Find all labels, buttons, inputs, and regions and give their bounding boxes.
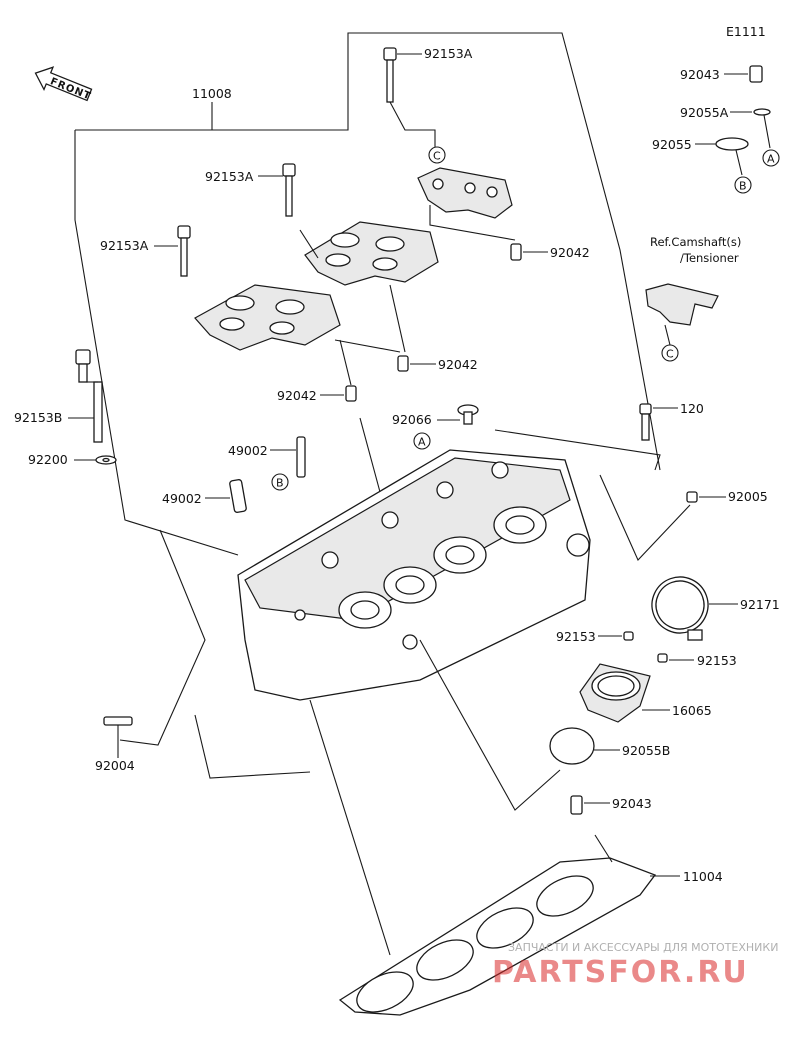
dowel-92042-c [345, 385, 357, 402]
camshaft-holder-left [194, 284, 341, 351]
valve-guide-49002-b [229, 479, 247, 513]
diagram-code: E1111 [726, 24, 766, 39]
dowel-92043-top [749, 65, 763, 83]
fitting-92005 [686, 491, 698, 503]
callout-b-head: B [271, 473, 289, 491]
leader-c-ref [664, 324, 671, 346]
screw-92153-b [657, 653, 668, 663]
callout-a-head-label: A [418, 436, 426, 449]
bolt-92153A-left [177, 225, 191, 277]
oring-92055B [549, 727, 595, 765]
label-92153A-top: 92153A [424, 46, 473, 61]
dowel-92043-bottom [570, 795, 583, 815]
callout-c-top: C [428, 146, 446, 164]
label-92153-a: 92153 [556, 629, 596, 644]
label-92042-c: 92042 [277, 388, 317, 403]
watermark-brand: PARTSFOR.RU [492, 955, 749, 990]
callout-c-ref-label: C [666, 348, 674, 361]
bolt-120 [639, 403, 652, 441]
frame-lower-left [194, 714, 311, 779]
label-11008: 11008 [192, 86, 232, 101]
label-92171: 92171 [740, 597, 780, 612]
frame-upper-right [494, 429, 661, 471]
head-gasket-11004 [338, 857, 657, 1016]
reference-note-line2: /Tensioner [680, 251, 739, 265]
leader-b-right [735, 149, 743, 176]
label-92055A: 92055A [680, 105, 729, 120]
leader-head-top [359, 417, 381, 493]
callout-b-head-label: B [276, 477, 284, 490]
bolt-92153B [75, 349, 103, 443]
label-92200: 92200 [28, 452, 68, 467]
dowel-92042-a [510, 243, 522, 261]
valve-guide-49002-a [296, 436, 306, 478]
leader-92042-c-up [339, 339, 352, 386]
label-49002-b: 49002 [162, 491, 202, 506]
label-92055B: 92055B [622, 743, 670, 758]
leader-92004-frame [119, 529, 206, 746]
cam-cap-small [417, 167, 513, 219]
leader-holder-2 [389, 284, 406, 353]
callout-c-top-label: C [433, 150, 441, 163]
callout-a-head: A [413, 432, 431, 450]
leader-gasket-left [309, 699, 391, 956]
callout-b-right-label: B [739, 180, 747, 193]
label-92005: 92005 [728, 489, 768, 504]
front-arrow-icon: FRONT [34, 66, 93, 103]
label-92066: 92066 [392, 412, 432, 427]
leader-92042-top-line [429, 205, 516, 241]
label-92153-b: 92153 [697, 653, 737, 668]
label-16065: 16065 [672, 703, 712, 718]
label-92043-bottom: 92043 [612, 796, 652, 811]
dowel-92042-b [397, 355, 409, 372]
bolt-92153A-mid [282, 163, 296, 217]
oring-92055 [715, 137, 749, 151]
label-92043-top: 92043 [680, 67, 720, 82]
label-11004: 11004 [683, 869, 723, 884]
plug-92066 [457, 404, 479, 425]
assembly-outline-11008 [75, 32, 661, 471]
reference-note-line1: Ref.Camshaft(s) [650, 235, 741, 249]
label-92153B: 92153B [14, 410, 62, 425]
label-49002-a: 49002 [228, 443, 268, 458]
camshaft-tensioner-part [645, 283, 719, 326]
label-92004: 92004 [95, 758, 135, 773]
cylinder-head [237, 449, 591, 701]
clamp-92171 [651, 576, 709, 641]
leader-a-right [763, 114, 771, 149]
label-92042-a: 92042 [550, 245, 590, 260]
frame-lower-right [419, 639, 561, 811]
assembly-outline-left [74, 130, 239, 556]
leader-c-top [389, 101, 436, 148]
frame-right-92005 [599, 474, 691, 561]
washer-92200 [95, 455, 117, 465]
screw-92153-a [623, 631, 634, 641]
camshaft-holder-right [304, 221, 439, 286]
label-120: 120 [680, 401, 704, 416]
stud-92004 [103, 716, 133, 726]
label-92055: 92055 [652, 137, 692, 152]
callout-c-ref: C [661, 344, 679, 362]
label-92153A-mid: 92153A [205, 169, 254, 184]
leader-holder-1 [299, 229, 319, 259]
callout-a-right-label: A [767, 153, 775, 166]
label-92042-b: 92042 [438, 357, 478, 372]
throttle-holder-16065 [579, 663, 651, 723]
bolt-92153A-top [383, 47, 397, 103]
watermark-tagline: ЗАПЧАСТИ И АКСЕССУАРЫ ДЛЯ МОТОТЕХНИКИ [508, 941, 778, 954]
callout-b-right: B [734, 176, 752, 194]
leader-holder-3 [334, 339, 401, 353]
leader-gasket-right [594, 834, 613, 863]
reference-note: Ref.Camshaft(s) /Tensioner [650, 235, 741, 265]
label-92153A-left: 92153A [100, 238, 149, 253]
oring-92055A [753, 108, 771, 116]
callout-a-right: A [762, 149, 780, 167]
